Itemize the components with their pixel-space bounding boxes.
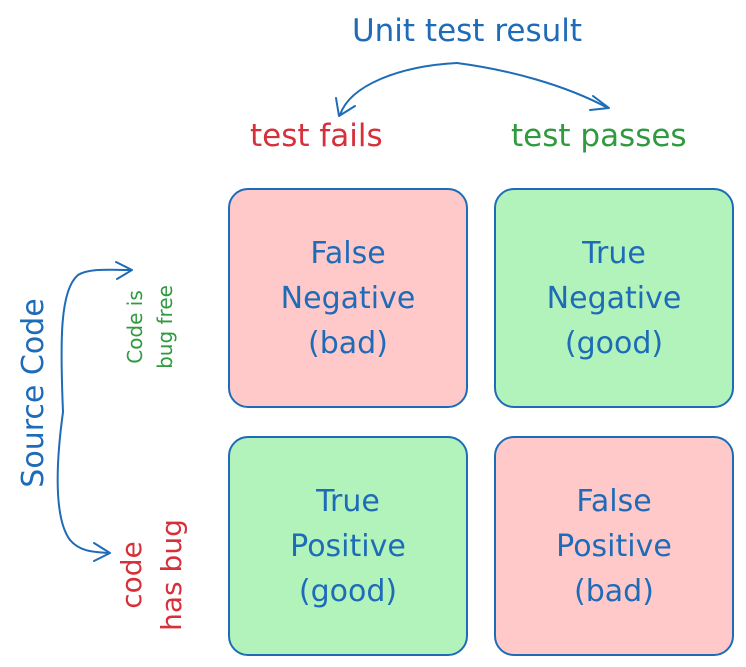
cell-true-positive-line-2: Positive bbox=[290, 528, 406, 564]
cell-false-negative-line-1: False bbox=[310, 235, 386, 271]
cell-true-positive: True Positive (good) bbox=[228, 436, 468, 656]
row-label-bug-free-line-1: Code is bbox=[123, 290, 147, 364]
row-axis-label: Source Code bbox=[16, 298, 51, 488]
arrowhead-bug-free bbox=[115, 261, 133, 280]
row-label-bug-free: Code is bug free bbox=[120, 285, 180, 369]
row-label-has-bug: code has bug bbox=[112, 519, 192, 631]
arrow-to-has-bug bbox=[56, 411, 109, 554]
row-label-has-bug-line-2: has bug bbox=[155, 519, 188, 631]
cell-true-negative: True Negative (good) bbox=[494, 188, 734, 408]
column-label-test-fails: test fails bbox=[250, 118, 383, 154]
arrowhead-test-passes bbox=[589, 95, 610, 111]
cell-true-negative-line-3: (good) bbox=[564, 325, 664, 361]
arrowhead-test-fails bbox=[335, 97, 356, 117]
cell-true-positive-line-3: (good) bbox=[298, 573, 398, 609]
cell-false-negative-line-2: Negative bbox=[280, 280, 416, 316]
cell-false-positive-line-1: False bbox=[576, 483, 652, 519]
cell-false-positive-line-2: Positive bbox=[556, 528, 672, 564]
arrow-to-test-fails bbox=[339, 62, 458, 116]
cell-false-negative-line-3: (bad) bbox=[308, 325, 388, 361]
cell-false-negative: False Negative (bad) bbox=[228, 188, 468, 408]
cell-false-positive-line-3: (bad) bbox=[574, 573, 654, 609]
arrow-to-bug-free bbox=[60, 268, 131, 413]
arrowhead-has-bug bbox=[93, 542, 111, 562]
column-label-test-passes: test passes bbox=[511, 118, 687, 154]
cell-false-positive: False Positive (bad) bbox=[494, 436, 734, 656]
diagram-title: Unit test result bbox=[351, 13, 583, 49]
cell-true-negative-line-1: True bbox=[582, 235, 646, 271]
row-label-has-bug-line-1: code bbox=[115, 541, 148, 609]
cell-true-negative-line-2: Negative bbox=[546, 280, 682, 316]
arrow-to-test-passes bbox=[456, 62, 609, 109]
row-label-bug-free-line-2: bug free bbox=[153, 285, 177, 369]
cell-true-positive-line-1: True bbox=[316, 483, 380, 519]
row-axis-text: Source Code bbox=[16, 298, 51, 488]
